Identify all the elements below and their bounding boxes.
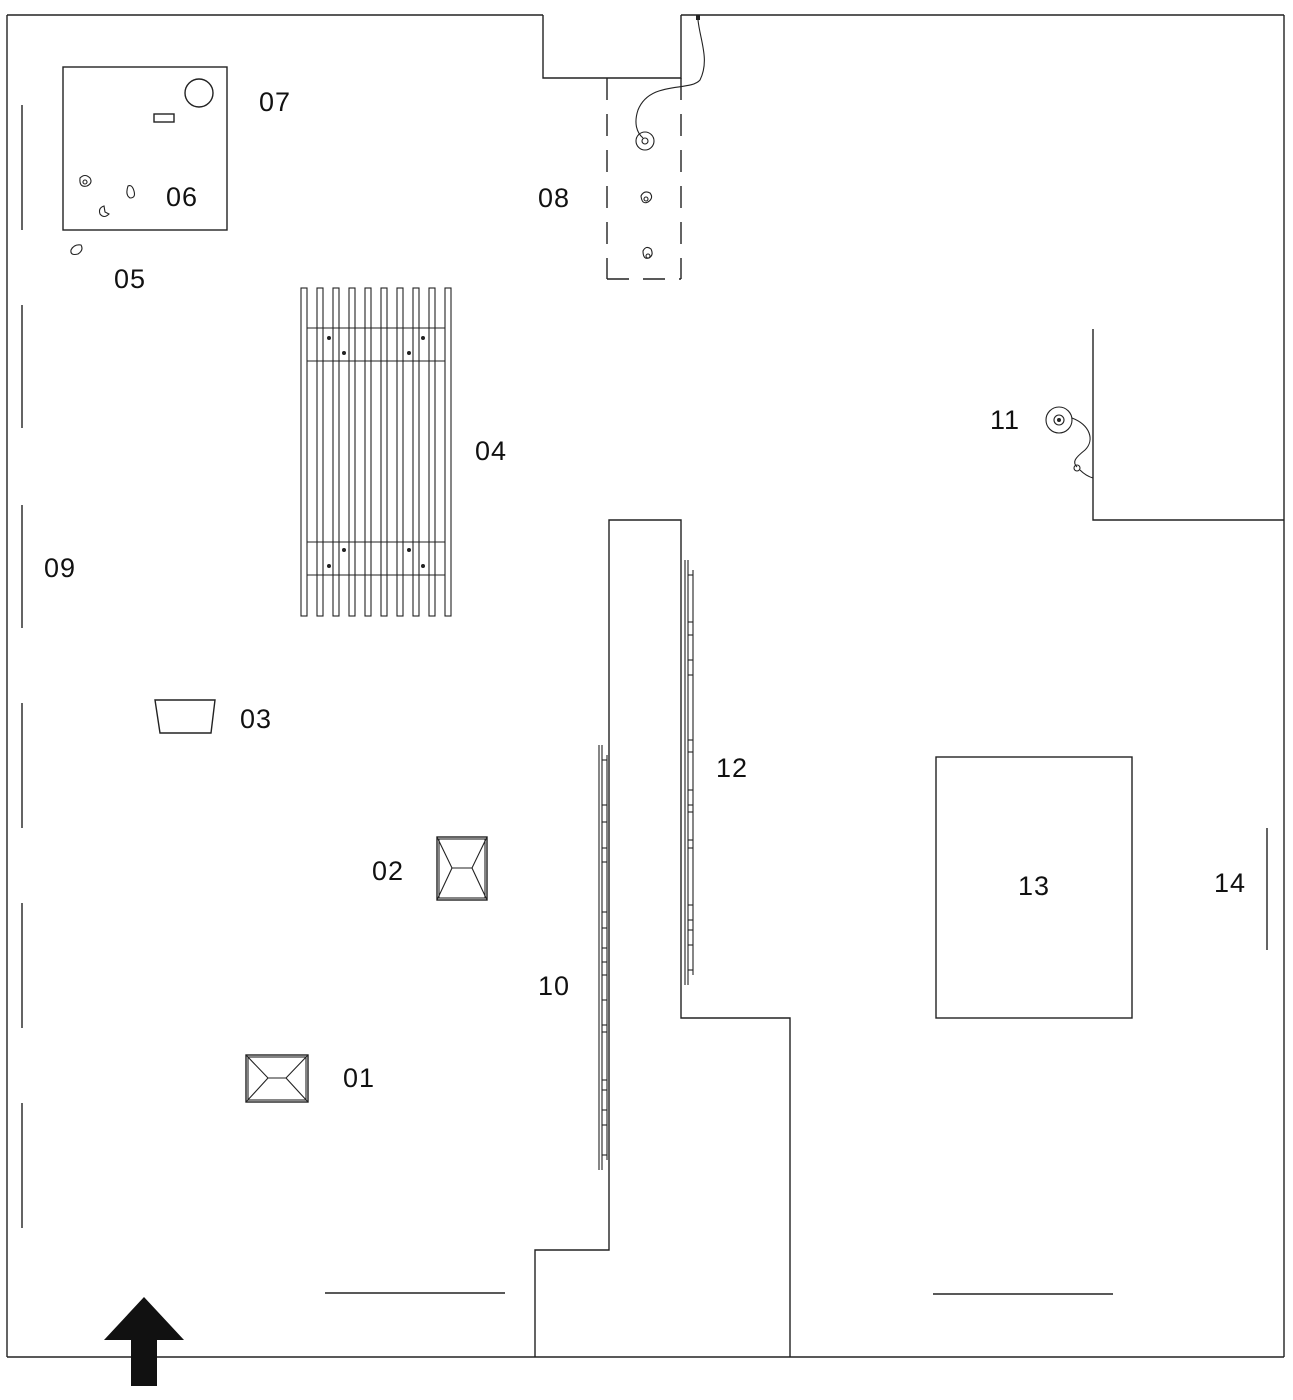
slat xyxy=(348,287,356,617)
item-07-box xyxy=(62,66,228,231)
label-02: 02 xyxy=(372,856,404,886)
top-alcove xyxy=(542,15,682,79)
label-01: 01 xyxy=(343,1063,375,1093)
bottom-lines xyxy=(325,1292,1113,1295)
label-09: 09 xyxy=(44,553,76,583)
item-10-rail xyxy=(598,745,608,1170)
label-13: 13 xyxy=(1018,871,1050,901)
item-06-stones xyxy=(79,174,136,218)
slat xyxy=(428,287,436,617)
label-05: 05 xyxy=(114,264,146,294)
label-04: 04 xyxy=(475,436,507,466)
label-06: 06 xyxy=(166,182,198,212)
label-12: 12 xyxy=(716,753,748,783)
label-08: 08 xyxy=(538,183,570,213)
item-12-rail xyxy=(684,560,694,985)
label-07: 07 xyxy=(259,87,291,117)
label-11: 11 xyxy=(990,405,1020,435)
slat xyxy=(380,287,388,617)
item-02-object xyxy=(436,836,488,901)
item-03-trapezoid xyxy=(154,699,216,734)
item-04-slatted-bench xyxy=(300,287,452,617)
item-11-device xyxy=(1045,406,1094,479)
central-partition xyxy=(534,519,791,1357)
label-10: 10 xyxy=(538,971,570,1001)
room-outline xyxy=(6,14,1285,1358)
slat xyxy=(444,287,452,617)
slat xyxy=(412,287,420,617)
slat xyxy=(364,287,372,617)
slat xyxy=(316,287,324,617)
slat xyxy=(300,287,308,617)
label-14: 14 xyxy=(1214,868,1246,898)
item-05-stone xyxy=(70,244,83,256)
item-13-rectangle xyxy=(935,756,1133,1019)
item-08-dashed-zone xyxy=(606,78,682,280)
item-08-devices xyxy=(635,15,705,259)
item-01-object xyxy=(245,1054,309,1103)
right-upper-wall xyxy=(1092,329,1284,521)
slat xyxy=(396,287,404,617)
slat xyxy=(332,287,340,617)
up-arrow-icon xyxy=(104,1297,184,1386)
label-03: 03 xyxy=(240,704,272,734)
